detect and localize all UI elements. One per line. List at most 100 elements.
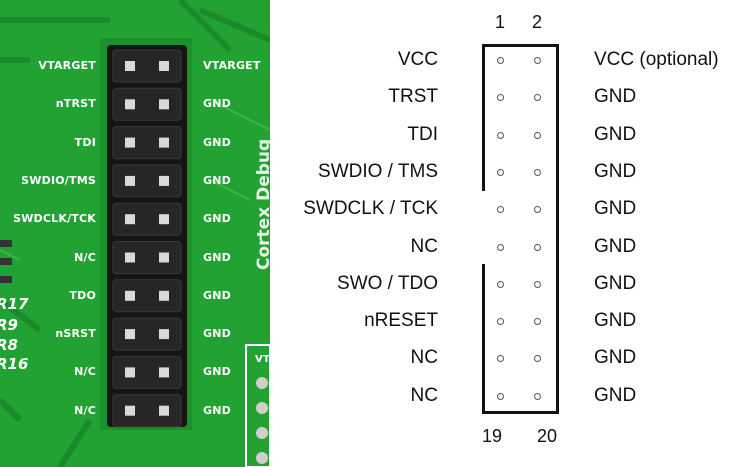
right-signal-label: GND [594, 347, 637, 369]
pin-number-1: 1 [495, 12, 506, 32]
pin-dot [497, 168, 504, 176]
header-pin [125, 61, 135, 71]
right-signal-label: GND [594, 198, 637, 220]
left-signal-label: TRST [388, 86, 438, 108]
right-signal-label: GND [594, 384, 637, 406]
resistor-label: R16 [0, 355, 29, 373]
pcb-right-label: GND [203, 250, 231, 264]
pcb-left-label: nTRST [55, 97, 96, 111]
pcb-left-label: N/C [74, 365, 96, 379]
pcb-title: Cortex Debug [254, 138, 270, 270]
left-signal-label: SWO / TDO [337, 272, 438, 294]
header-pin [159, 405, 169, 416]
header-socket [112, 355, 182, 389]
pin-dot [534, 168, 541, 176]
pin-dot [534, 206, 541, 214]
header-pin [159, 61, 169, 71]
pin-number-2: 2 [532, 12, 543, 32]
connector-outline-left-lower [482, 264, 485, 414]
pin-dot [534, 392, 541, 400]
header-socket [112, 317, 182, 351]
pin-dot [534, 131, 541, 139]
header-socket [112, 49, 182, 83]
pin-dot [497, 318, 504, 326]
connector-outline-right [556, 44, 559, 414]
header-socket [112, 279, 182, 313]
pin-dot [534, 280, 541, 288]
resistor-label: R9 [0, 316, 18, 334]
header-socket [112, 394, 182, 428]
pcb-right-label: GND [203, 97, 231, 111]
pin-dot [534, 94, 541, 102]
pin-dot [497, 355, 504, 363]
pin-dot [497, 392, 504, 400]
pcb-right-label: VTARGET [203, 59, 261, 72]
header-socket [112, 126, 182, 160]
header-pin [125, 137, 135, 148]
pcb-left-label: TDO [69, 288, 96, 302]
right-signal-label: GND [594, 272, 637, 294]
header-pin [159, 252, 169, 263]
pinout-diagram: 1 2 19 20 VCC VCC (optional) TRST GND TDI GND… [270, 0, 746, 467]
pcb-right-label: GND [203, 135, 231, 149]
pin-dot [497, 131, 504, 139]
pcb-right-label: GND [203, 173, 231, 187]
left-signal-label: NC [410, 384, 438, 406]
header-pin [125, 329, 135, 340]
left-signal-label: NC [410, 347, 438, 369]
right-signal-label: GND [594, 235, 637, 257]
header-pin [159, 214, 169, 225]
right-signal-label: GND [594, 310, 637, 332]
connector-outline-top [482, 44, 558, 47]
pin-dot [534, 243, 541, 251]
header-socket [112, 241, 182, 274]
header-pin [159, 367, 169, 378]
pcb-right-label: GND [203, 365, 231, 379]
pcb-left-label: SWDIO/TMS [21, 173, 96, 187]
pin-dot [497, 206, 504, 214]
right-signal-label: GND [594, 86, 637, 108]
header-pin [159, 175, 169, 186]
connector-outline-left-upper [482, 44, 485, 191]
header-pin [125, 99, 135, 110]
header-pin [125, 175, 135, 186]
left-signal-label: NC [410, 235, 438, 257]
header-pin [125, 367, 135, 378]
pcb-artwork [0, 0, 270, 467]
header-pin [125, 290, 135, 301]
pin-dot [534, 355, 541, 363]
header-socket [112, 164, 182, 198]
right-signal-label: GND [594, 123, 637, 145]
left-signal-label: TDI [407, 123, 438, 145]
header-socket [112, 202, 182, 236]
pcb-left-label: nSRST [55, 327, 96, 341]
pcb-left-label: VTARGET [38, 59, 96, 72]
pcb-right-label: GND [203, 327, 231, 341]
right-signal-label: GND [594, 160, 637, 182]
resistor-label: R17 [0, 295, 29, 313]
left-signal-label: nRESET [364, 310, 438, 332]
header-socket [112, 87, 182, 121]
header-pin [159, 137, 169, 148]
pin-dot [497, 280, 504, 288]
header-pin [125, 252, 135, 263]
header-pin [125, 214, 135, 225]
pcb-right-label: GND [203, 403, 231, 417]
header-pin [159, 99, 169, 110]
pcb-right-label: GND [203, 288, 231, 302]
pcb-left-label: N/C [74, 250, 96, 264]
pcb-right-label: GND [203, 212, 231, 226]
pcb-left-label: SWDCLK/TCK [13, 212, 96, 226]
right-signal-label: VCC (optional) [594, 49, 719, 70]
pcb-left-label: TDI [74, 135, 96, 149]
header-pin [159, 329, 169, 340]
pcb-left-label: N/C [74, 403, 96, 417]
pin-number-20: 20 [537, 426, 558, 446]
pcb-photo: VTARGET nTRST TDI SWDIO/TMS SWDCLK/TCK N/C TDO… [0, 0, 270, 467]
header-pin [125, 405, 135, 416]
pin-dot [497, 57, 504, 64]
left-signal-label: VCC [397, 49, 438, 70]
header-pin [159, 290, 169, 301]
connector-outline-bottom [482, 411, 558, 414]
pin-number-19: 19 [482, 426, 503, 446]
